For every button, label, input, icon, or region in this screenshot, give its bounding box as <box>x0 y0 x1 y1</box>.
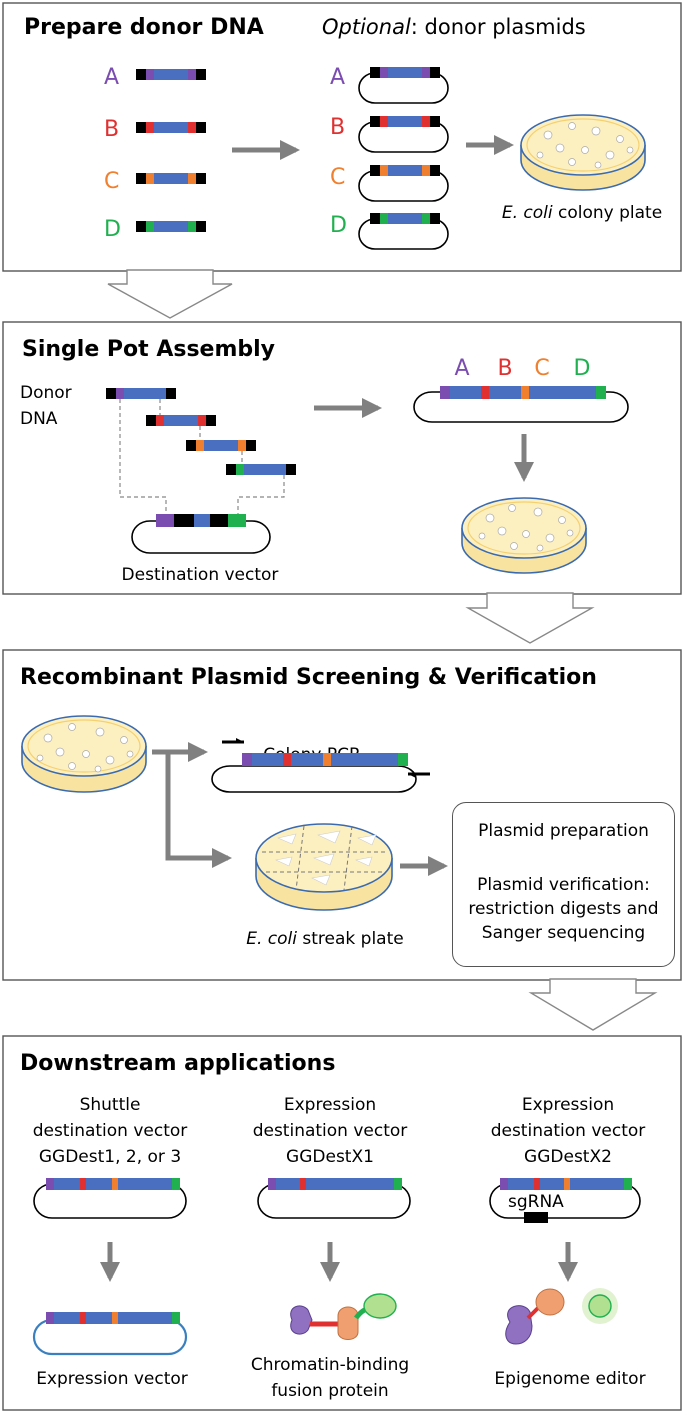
letter-b2: B <box>330 115 345 140</box>
assembled-letter-c: C <box>534 356 549 381</box>
letter-c: C <box>104 169 119 194</box>
letter-d2: D <box>330 213 347 238</box>
donor-fragment-b <box>146 415 216 426</box>
col2-line2: destination vector <box>253 1121 408 1141</box>
col3-line2: destination vector <box>491 1121 646 1141</box>
expression-vector <box>32 1312 188 1356</box>
letter-c2: C <box>330 165 345 190</box>
gg-dest-x2-vector <box>489 1178 641 1223</box>
panel-downstream <box>2 1035 682 1411</box>
destination-vector <box>131 514 271 554</box>
destination-vector-label: Destination vector <box>122 565 279 585</box>
donor-fragment-c <box>186 440 256 451</box>
col2-line3: GGDestX1 <box>286 1147 374 1167</box>
panel1-subtitle: Optional: donor plasmids <box>322 15 586 39</box>
donor-fragment-d <box>136 221 206 232</box>
col1-line3: GGDest1, 2, or 3 <box>39 1147 181 1167</box>
assembled-letter-a: A <box>454 356 469 381</box>
primer-arrow-icon <box>408 772 430 778</box>
panel3-title: Recombinant Plasmid Screening & Verifica… <box>20 665 597 690</box>
plasmid-prep-label: Plasmid preparation <box>478 821 649 841</box>
donor-fragment-c <box>136 173 206 184</box>
sgrna-label: sgRNA <box>508 1192 564 1212</box>
hollow-arrow-down-icon <box>465 592 595 644</box>
col2-result-2: fusion protein <box>271 1381 388 1401</box>
verification-line-3: Sanger sequencing <box>481 923 646 943</box>
dashed-connectors <box>119 399 285 514</box>
primer-arrow-icon <box>222 738 244 744</box>
donor-fragment-d <box>226 464 296 475</box>
verification-line-2: restriction digests and <box>468 899 659 919</box>
streak-plate-label: E. coli streak plate <box>246 929 403 949</box>
donor-fragment-b <box>136 122 206 133</box>
colony-plate-label: E. coli colony plate <box>502 203 662 223</box>
col1-line1: Shuttle <box>80 1095 141 1115</box>
assembled-letter-d: D <box>574 356 591 381</box>
letter-b: B <box>104 117 119 142</box>
col3-line3: GGDestX2 <box>524 1147 612 1167</box>
streak-plate-icon <box>255 823 393 911</box>
colony-plate-icon <box>520 114 646 191</box>
donor-plasmid-b <box>358 116 449 153</box>
col1-line2: destination vector <box>33 1121 188 1141</box>
verification-box: Plasmid preparation Plasmid verification… <box>452 802 675 967</box>
branch-arrows <box>152 742 232 868</box>
colony-plate-icon <box>21 715 147 793</box>
epigenome-editor-icon <box>505 1288 618 1345</box>
donor-fragment-a <box>106 388 176 399</box>
donor-label-2: DNA <box>20 409 58 429</box>
pcr-plasmid <box>211 753 417 793</box>
letter-a2: A <box>330 65 345 90</box>
donor-plasmid-d <box>358 213 449 250</box>
donor-fragment-a <box>136 69 206 80</box>
col3-result: Epigenome editor <box>494 1369 645 1389</box>
hollow-arrow-down-icon <box>107 269 233 319</box>
donor-plasmid-c <box>358 165 449 202</box>
fusion-protein-icon <box>290 1293 397 1340</box>
donor-label-1: Donor <box>20 383 72 403</box>
panel1-title: Prepare donor DNA <box>24 15 264 40</box>
shuttle-vector <box>33 1178 187 1219</box>
panel2-title: Single Pot Assembly <box>22 337 275 362</box>
col3-line1: Expression <box>522 1095 614 1115</box>
col2-result-1: Chromatin-binding <box>251 1355 409 1375</box>
letter-d: D <box>104 217 121 242</box>
gg-dest-x1-vector <box>257 1178 411 1219</box>
assembled-letter-b: B <box>497 356 512 381</box>
hollow-arrow-down-icon <box>528 978 658 1031</box>
assembled-plasmid <box>413 386 629 423</box>
verification-line-1: Plasmid verification: <box>477 875 650 895</box>
colony-plate-icon <box>461 497 587 574</box>
col2-line1: Expression <box>284 1095 376 1115</box>
panel4-title: Downstream applications <box>20 1051 335 1076</box>
col1-result: Expression vector <box>36 1369 188 1389</box>
letter-a: A <box>104 65 119 90</box>
donor-plasmid-a <box>358 67 449 104</box>
